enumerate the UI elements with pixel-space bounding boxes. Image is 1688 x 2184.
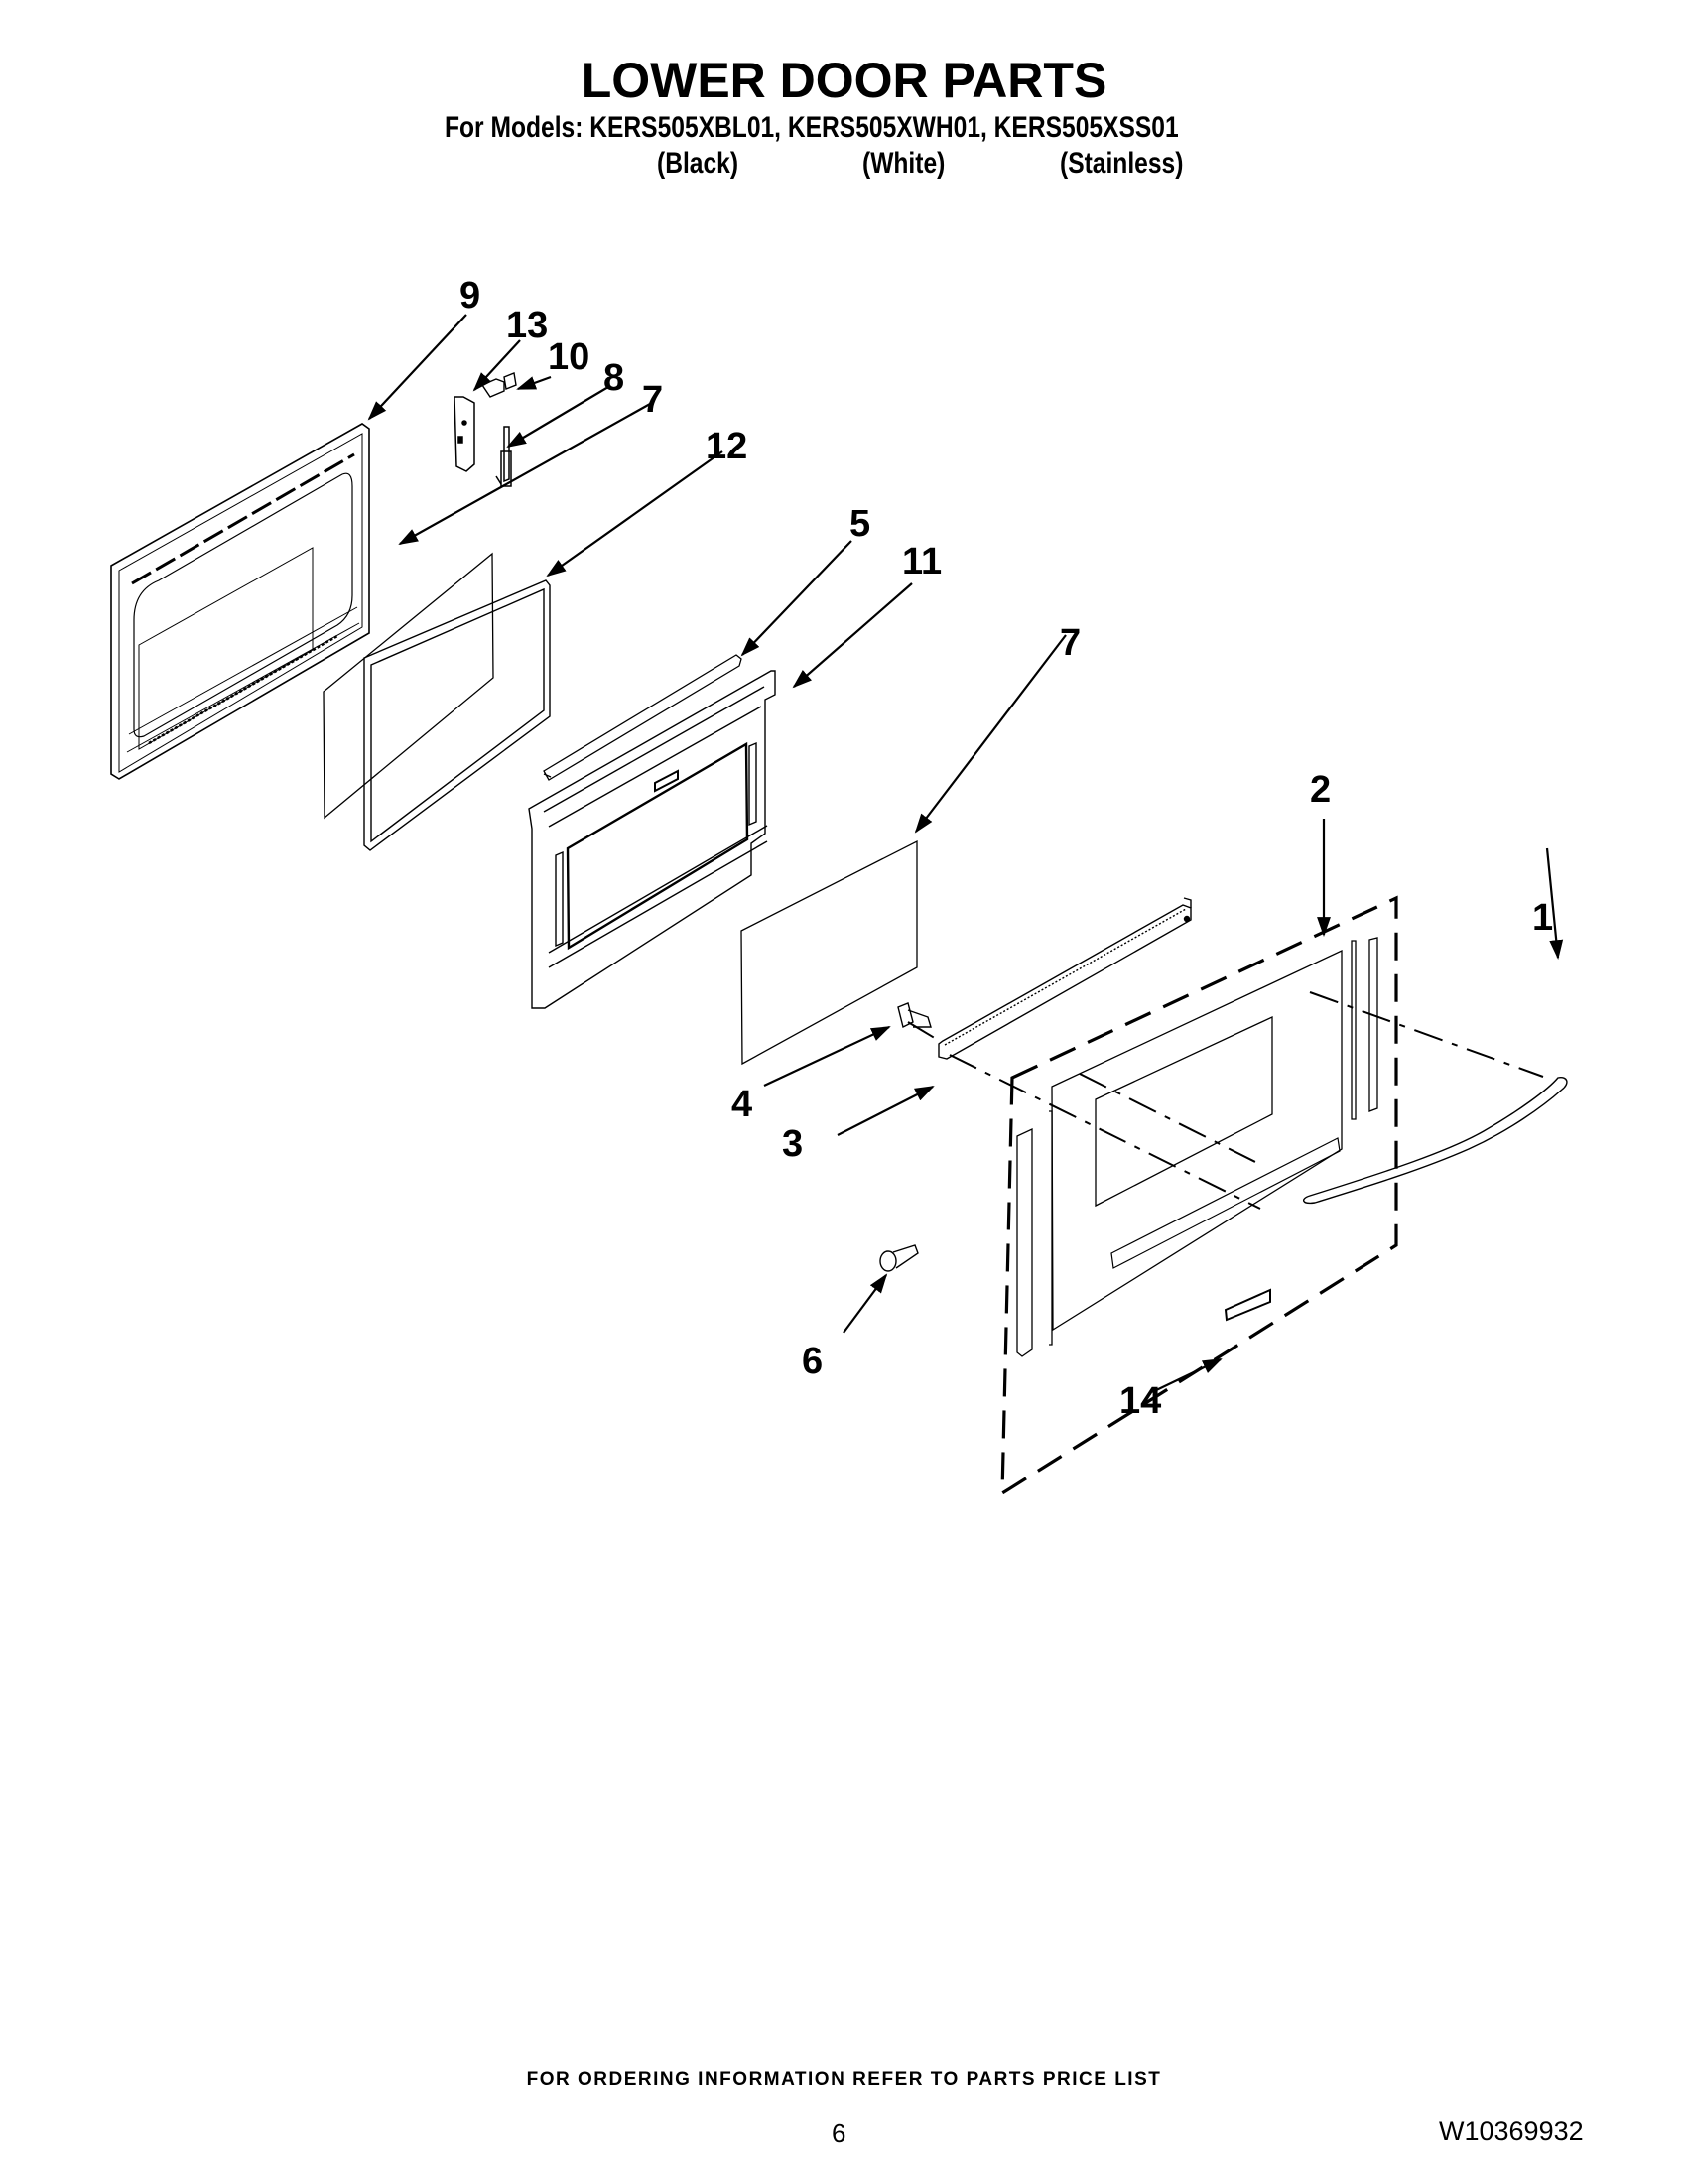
callout-2: 2 <box>1310 769 1331 811</box>
callout-1: 1 <box>1532 897 1553 939</box>
part-top-trim-strip <box>543 654 742 781</box>
part-screw-10 <box>480 372 517 398</box>
part-door-handle <box>1303 1076 1568 1205</box>
variant-stainless: (Stainless) <box>1060 147 1184 180</box>
part-hinge-clip <box>495 426 512 487</box>
page-number: 6 <box>832 2119 846 2148</box>
callout-11: 11 <box>902 541 942 582</box>
leader-arrows <box>367 314 1564 1393</box>
callout-4: 4 <box>731 1084 752 1125</box>
callout-12: 12 <box>706 426 747 467</box>
part-screw-6 <box>879 1244 919 1272</box>
models-line: For Models: KERS505XBL01, KERS505XWH01, … <box>445 111 1179 144</box>
callout-10: 10 <box>548 336 589 378</box>
callout-9: 9 <box>459 275 480 317</box>
document-id: W10369932 <box>1439 2117 1584 2146</box>
callout-7a: 7 <box>642 379 663 421</box>
alignment-lines <box>907 991 1544 1210</box>
part-hinge-bracket <box>454 396 475 472</box>
callout-3: 3 <box>782 1123 803 1165</box>
part-glass-panel-upper <box>323 552 494 820</box>
callout-8: 8 <box>603 357 624 399</box>
part-door-top-bracket <box>938 897 1192 1060</box>
callout-14: 14 <box>1119 1380 1161 1422</box>
part-handle-screw <box>897 1002 932 1029</box>
callout-7b: 7 <box>1060 622 1081 664</box>
variant-white: (White) <box>862 147 946 180</box>
variant-black: (Black) <box>657 147 739 180</box>
part-glass-panel-lower <box>740 839 918 1066</box>
part-inner-door-liner <box>528 670 776 1009</box>
part-outer-door-panel <box>1016 937 1378 1357</box>
callout-5: 5 <box>849 503 870 545</box>
assembly-outline-2 <box>1000 895 1398 1496</box>
callout-6: 6 <box>802 1341 823 1382</box>
callout-13: 13 <box>506 305 548 346</box>
ordering-note: FOR ORDERING INFORMATION REFER TO PARTS … <box>526 2069 1162 2090</box>
part-glass-gasket-frame <box>363 579 551 851</box>
page-title: LOWER DOOR PARTS <box>581 53 1107 108</box>
part-outer-door-frame <box>110 423 370 780</box>
